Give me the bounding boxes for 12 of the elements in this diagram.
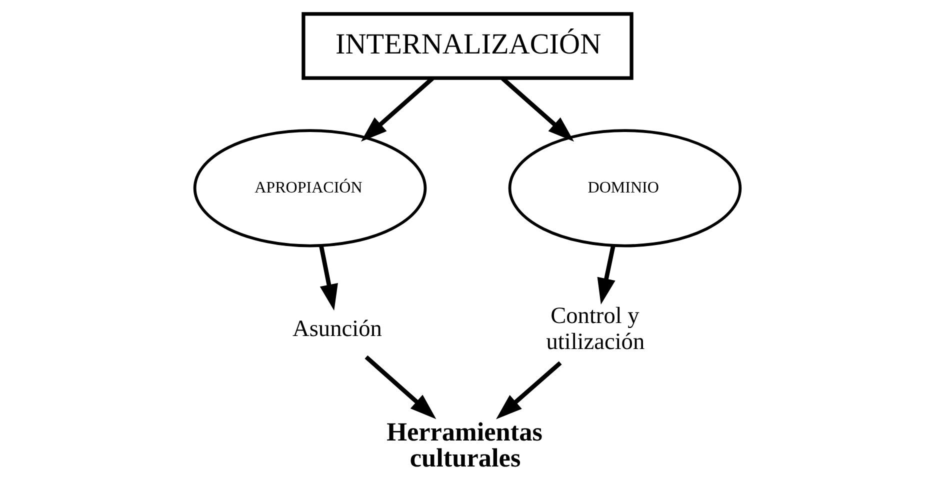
arrow	[496, 361, 562, 420]
node-ellipse: DOMINIO	[508, 129, 742, 248]
node-ellipse: APROPIACIÓN	[193, 129, 427, 248]
arrow	[319, 245, 338, 311]
arrow	[364, 355, 436, 420]
node-text: Herramientas culturales	[386, 417, 542, 473]
arrow	[501, 76, 574, 142]
node-box: INTERNALIZACIÓN	[302, 12, 634, 80]
node-text: Control y utilización	[546, 302, 645, 356]
arrow	[597, 245, 616, 305]
node-text: Asunción	[292, 316, 382, 342]
arrow	[360, 76, 434, 142]
